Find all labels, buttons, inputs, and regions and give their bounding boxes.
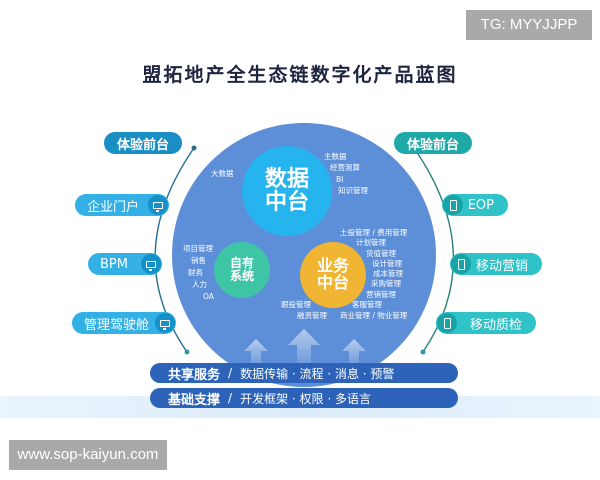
right-item-mobile-marketing: 移动营销 — [450, 253, 542, 275]
self-label-hr: 人力 — [192, 280, 207, 289]
shared-services-bar: 共享服务 / 数据传输 · 流程 · 消息 · 预警 — [150, 363, 458, 383]
watermark-url: www.sop-kaiyun.com — [9, 440, 167, 470]
self-label-oa: OA — [203, 292, 214, 301]
data-hub: 数据 中台 — [242, 146, 332, 236]
data-label-masterdata: 主数据 — [324, 152, 347, 161]
phone-icon — [451, 254, 471, 274]
data-label-forecast: 经营测算 — [330, 163, 360, 172]
biz-label-marketing: 营销管理 — [366, 290, 396, 299]
right-item-mobile-qc: 移动质检 — [436, 312, 536, 334]
biz-label-cost: 成本管理 — [373, 269, 403, 278]
self-label-project: 项目管理 — [183, 244, 213, 253]
watermark-tg: TG: MYYJJPP — [466, 10, 592, 40]
upward-arrows — [244, 329, 366, 368]
left-item-bpm: BPM — [88, 253, 162, 275]
left-item-portal: 企业门户 — [75, 194, 169, 216]
page-title: 盟拓地产全生态链数字化产品蓝图 — [142, 64, 458, 86]
right-item-eop: EOP — [442, 194, 508, 216]
biz-label-plan: 计划管理 — [356, 238, 386, 247]
self-system-hub: 自有 系统 — [214, 242, 270, 298]
monitor-icon — [155, 313, 175, 333]
biz-label-design: 设计管理 — [372, 259, 402, 268]
biz-label-service: 客服管理 — [352, 300, 382, 309]
biz-label-land-expense: 土投管理 / 费用管理 — [340, 228, 408, 237]
right-experience-header: 体验前台 — [394, 132, 472, 154]
data-label-knowledge: 知识管理 — [338, 186, 368, 195]
data-label-bi: BI — [336, 175, 344, 184]
biz-label-coinvest: 跟投管理 — [281, 300, 311, 309]
monitor-icon — [141, 254, 161, 274]
left-item-cockpit: 管理驾驶舱 — [72, 312, 176, 334]
biz-label-financing: 融资管理 — [297, 311, 327, 320]
phone-icon — [437, 313, 457, 333]
phone-icon — [443, 195, 463, 215]
monitor-icon — [148, 195, 168, 215]
data-label-bigdata: 大数据 — [211, 169, 234, 178]
self-label-finance: 财务 — [188, 268, 203, 277]
biz-label-purchase: 采购管理 — [371, 279, 401, 288]
infrastructure-bar: 基础支撑 / 开发框架 · 权限 · 多语言 — [150, 388, 458, 408]
biz-label-commercial-property: 商业管理 / 物业管理 — [340, 311, 408, 320]
business-hub: 业务 中台 — [300, 242, 366, 308]
left-experience-header: 体验前台 — [104, 132, 182, 154]
self-label-sales: 销售 — [191, 256, 206, 265]
biz-label-value: 货值管理 — [366, 249, 396, 258]
